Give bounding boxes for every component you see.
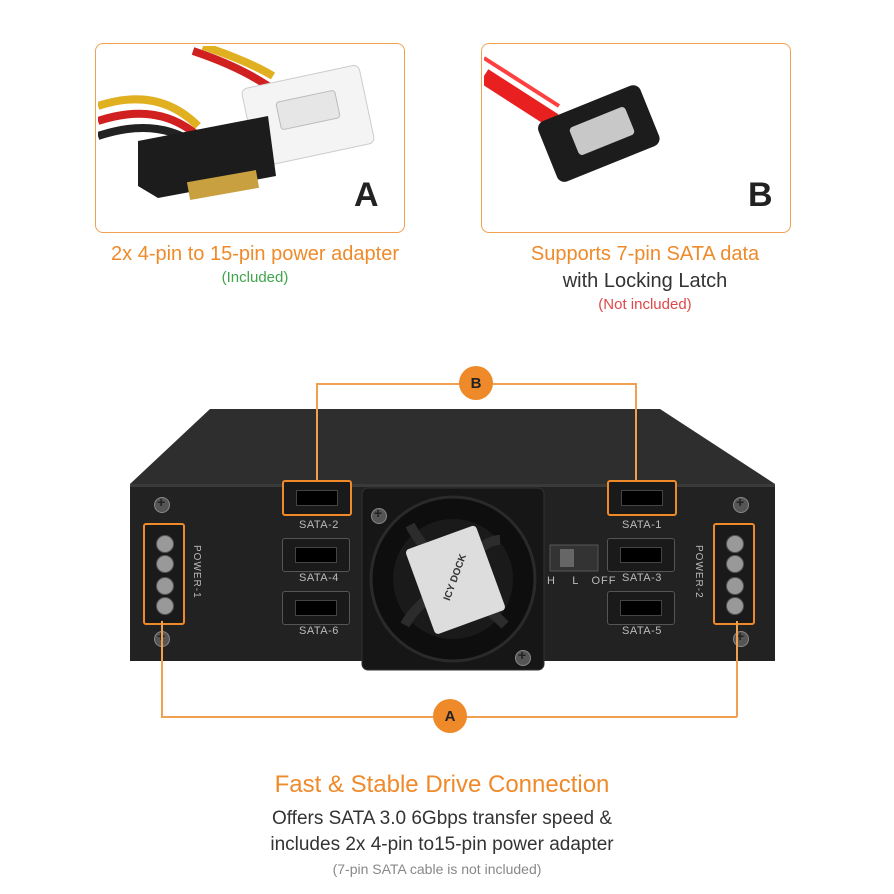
screw: [733, 494, 749, 513]
power-2-label: POWER-2: [693, 545, 704, 599]
callout-line-b-right: [635, 383, 637, 480]
power-adapter-image: [98, 46, 375, 200]
sata-6-label: SATA-6: [299, 625, 339, 637]
sata-5-port: [607, 591, 675, 625]
sata-1-label: SATA-1: [622, 519, 662, 531]
callout-line-a-right: [736, 621, 738, 717]
sata-4-port: [282, 538, 350, 572]
callout-badge-a: A: [433, 699, 467, 733]
power-2-connector: [713, 523, 755, 625]
callout-badge-b: B: [459, 366, 493, 400]
footer-title: Fast & Stable Drive Connection: [274, 771, 610, 798]
power-1-connector: [143, 523, 185, 625]
sata-cable-caption-2: with Locking Latch: [562, 270, 728, 292]
panel-a-letter: A: [354, 176, 379, 214]
screw: [154, 494, 170, 513]
switch-h-label: H: [547, 575, 556, 587]
sata-2-label: SATA-2: [299, 519, 339, 531]
sata-3-label: SATA-3: [622, 572, 662, 584]
callout-line-b-left: [316, 383, 318, 480]
power-1-label: POWER-1: [191, 545, 202, 599]
sata-cable-note: (Not included): [598, 296, 692, 313]
power-adapter-note: (Included): [221, 269, 289, 286]
power-adapter-caption: 2x 4-pin to 15-pin power adapter: [111, 243, 399, 265]
switch-l-label: L: [572, 575, 580, 587]
sata-1-port: [607, 480, 677, 516]
screw: [515, 647, 531, 666]
sata-3-port: [607, 538, 675, 572]
fan-switch-labels: H L OFF: [547, 575, 616, 587]
footer-line-1: Offers SATA 3.0 6Gbps transfer speed &: [271, 808, 613, 829]
sata-cable-caption: Supports 7-pin SATA data: [530, 243, 760, 265]
sata-6-port: [282, 591, 350, 625]
switch-off-label: OFF: [591, 575, 617, 587]
sata-2-port: [282, 480, 352, 516]
power-adapter-panel: A: [95, 43, 405, 233]
callout-line-a-left: [161, 621, 163, 717]
sata-cable-panel: B: [481, 43, 791, 233]
sata-cable-image: [484, 56, 660, 182]
sata-4-label: SATA-4: [299, 572, 339, 584]
screw: [371, 505, 387, 524]
footer-note: (7-pin SATA cable is not included): [332, 861, 542, 877]
sata-5-label: SATA-5: [622, 625, 662, 637]
footer-line-2: includes 2x 4-pin to15-pin power adapter: [270, 834, 614, 855]
panel-b-letter: B: [748, 176, 773, 214]
